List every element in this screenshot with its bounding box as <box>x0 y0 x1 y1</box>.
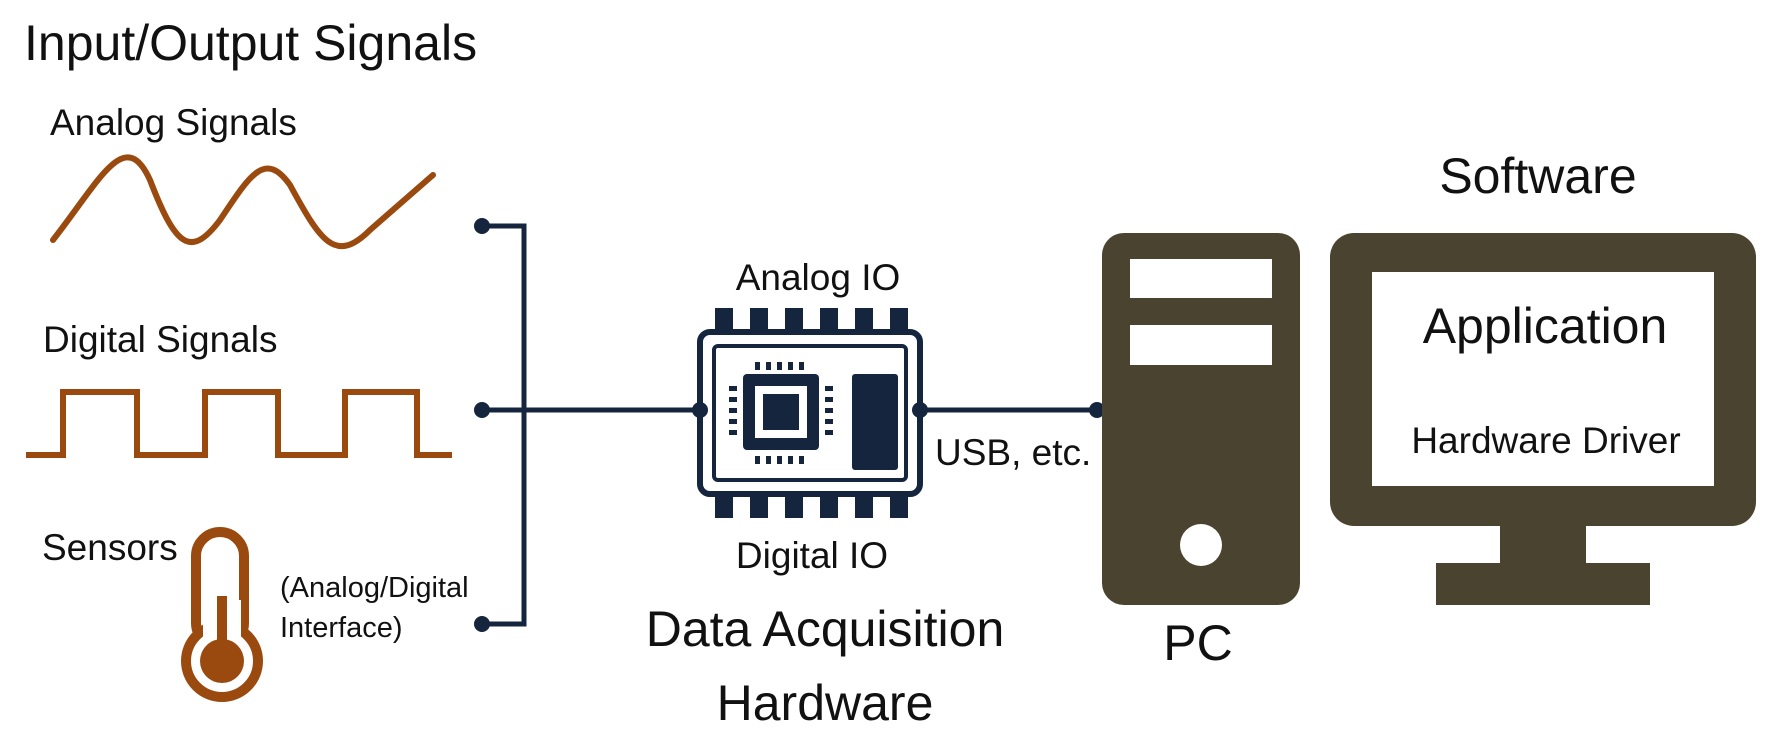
diagram-title: Input/Output Signals <box>24 15 477 71</box>
digital-connector-dot <box>474 402 490 418</box>
application-label: Application <box>1423 298 1668 354</box>
monitor-icon <box>1330 233 1756 605</box>
daq-digital-io-label: Digital IO <box>736 535 888 576</box>
sensors-note-line2: Interface) <box>280 612 403 644</box>
pc-connector-dot <box>1089 402 1105 418</box>
sensors-label: Sensors <box>42 527 178 568</box>
daq-title-line2: Hardware <box>717 675 934 731</box>
input-bus <box>482 223 700 627</box>
chip-icon <box>697 308 923 518</box>
pc-label: PC <box>1163 615 1232 671</box>
daq-title-line1: Data Acquisition <box>646 601 1005 657</box>
chip-left-connector-dot <box>692 402 708 418</box>
digital-signals-label: Digital Signals <box>43 319 277 360</box>
daq-analog-io-label: Analog IO <box>736 257 901 298</box>
usb-label: USB, etc. <box>935 432 1091 473</box>
analog-wave-icon <box>50 154 436 250</box>
analog-signals-label: Analog Signals <box>50 102 297 143</box>
digital-square-wave-icon <box>26 389 452 458</box>
software-heading: Software <box>1439 148 1636 204</box>
sensor-connector-dot <box>474 616 490 632</box>
pc-tower-icon <box>1102 233 1300 605</box>
hardware-driver-label: Hardware Driver <box>1411 420 1680 461</box>
sensors-note-line1: (Analog/Digital <box>280 572 469 604</box>
analog-connector-dot <box>474 218 490 234</box>
thermometer-icon <box>181 527 263 702</box>
